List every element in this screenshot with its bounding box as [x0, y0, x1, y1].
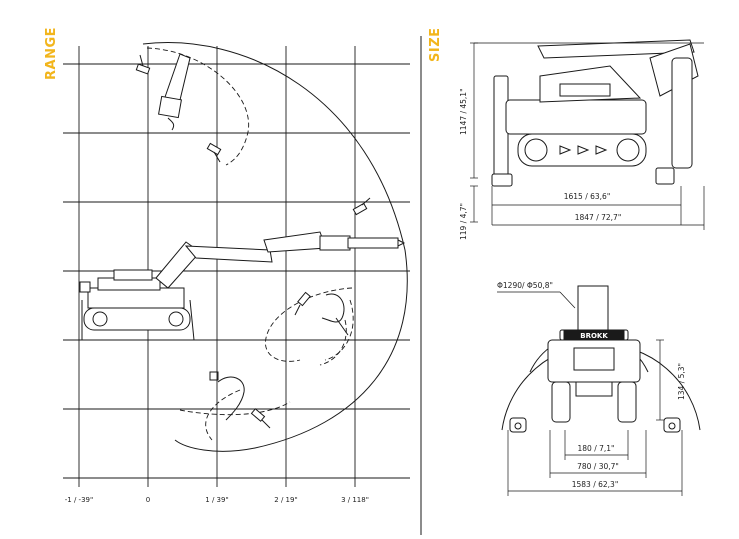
- side-view-dimension-lines: [470, 42, 705, 230]
- chisel-tool-4: [294, 291, 311, 316]
- dim-height: 1147 / 45,1": [459, 88, 468, 135]
- dim-width-inner: 180 / 7,1": [578, 444, 615, 453]
- range-x-tick: 0: [146, 496, 150, 504]
- brand-label: BROKK: [580, 332, 608, 340]
- range-x-tick: 3 / 118": [341, 496, 369, 504]
- range-x-tick: 1 / 39": [205, 496, 228, 504]
- range-grid: [63, 46, 410, 487]
- dim-track-length: 1615 / 63,6": [564, 192, 611, 201]
- chisel-tool-2: [206, 142, 222, 163]
- dim-clearance: 134 / 5,3": [677, 363, 686, 400]
- range-x-tick: 2 / 19": [274, 496, 297, 504]
- dim-width-outrigger: 1583 / 62,3": [572, 480, 619, 489]
- reach-envelope: [142, 42, 408, 452]
- bucket-tool-bottom: [209, 371, 245, 421]
- chisel-tool-5: [250, 408, 271, 429]
- range-x-tick: -1 / -39": [65, 496, 93, 504]
- breaker-tool-top: [158, 53, 191, 131]
- range-machine: [79, 231, 406, 341]
- dim-width-tracks: 780 / 30,7": [577, 462, 619, 471]
- bucket-tool-right: [321, 293, 349, 336]
- chisel-tool-3: [352, 197, 371, 216]
- dim-total-length: 1847 / 72,7": [575, 213, 622, 222]
- side-view-machine: [491, 39, 699, 187]
- dim-ground: 119 / 4,7": [459, 203, 468, 240]
- front-view-machine: [509, 285, 681, 433]
- dim-turn-diameter: Φ1290/ Φ50,8": [497, 281, 553, 290]
- chisel-tool-1: [135, 54, 151, 75]
- front-view-dimension-lines: [497, 291, 683, 496]
